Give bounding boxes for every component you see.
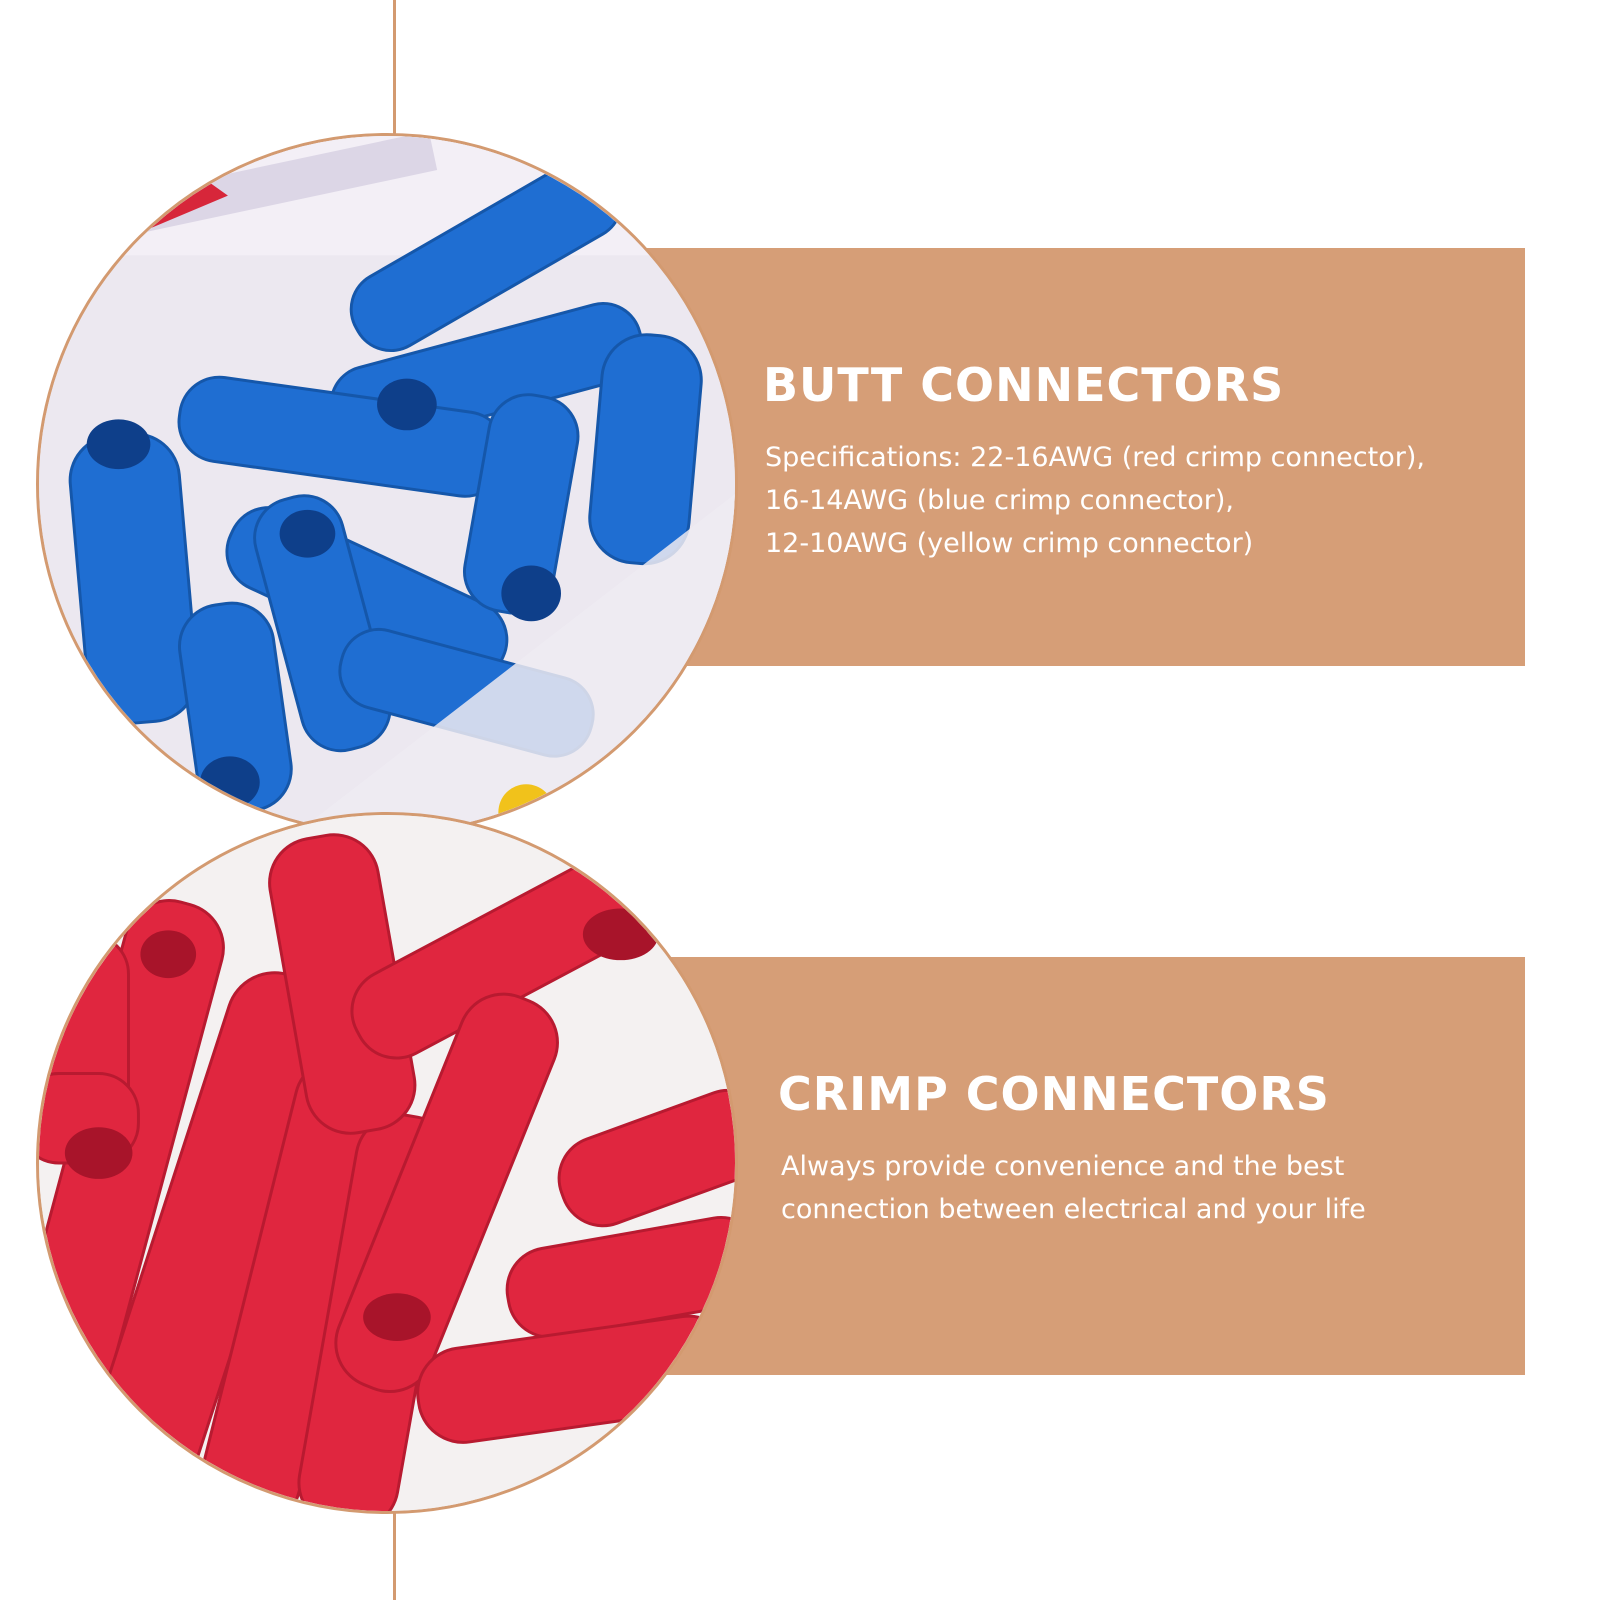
description-line: connection between electrical and your l… — [781, 1194, 1366, 1225]
butt-connectors-description: Specifications: 22-16AWG (red crimp conn… — [765, 436, 1425, 565]
blue-butt-connectors-photo — [36, 133, 738, 835]
crimp-connectors-title: CRIMP CONNECTORS — [778, 1067, 1330, 1121]
red-crimp-connectors-photo — [36, 812, 738, 1514]
description-line: Always provide convenience and the best — [781, 1151, 1345, 1182]
spec-line: Specifications: 22-16AWG (red crimp conn… — [765, 442, 1425, 473]
spec-line: 12-10AWG (yellow crimp connector) — [765, 528, 1254, 559]
crimp-connectors-description: Always provide convenience and the best … — [781, 1145, 1366, 1231]
red-connectors-illustration — [39, 815, 735, 1511]
blue-connectors-illustration — [39, 136, 735, 832]
butt-connectors-title: BUTT CONNECTORS — [763, 358, 1285, 412]
spec-line: 16-14AWG (blue crimp connector), — [765, 485, 1234, 516]
